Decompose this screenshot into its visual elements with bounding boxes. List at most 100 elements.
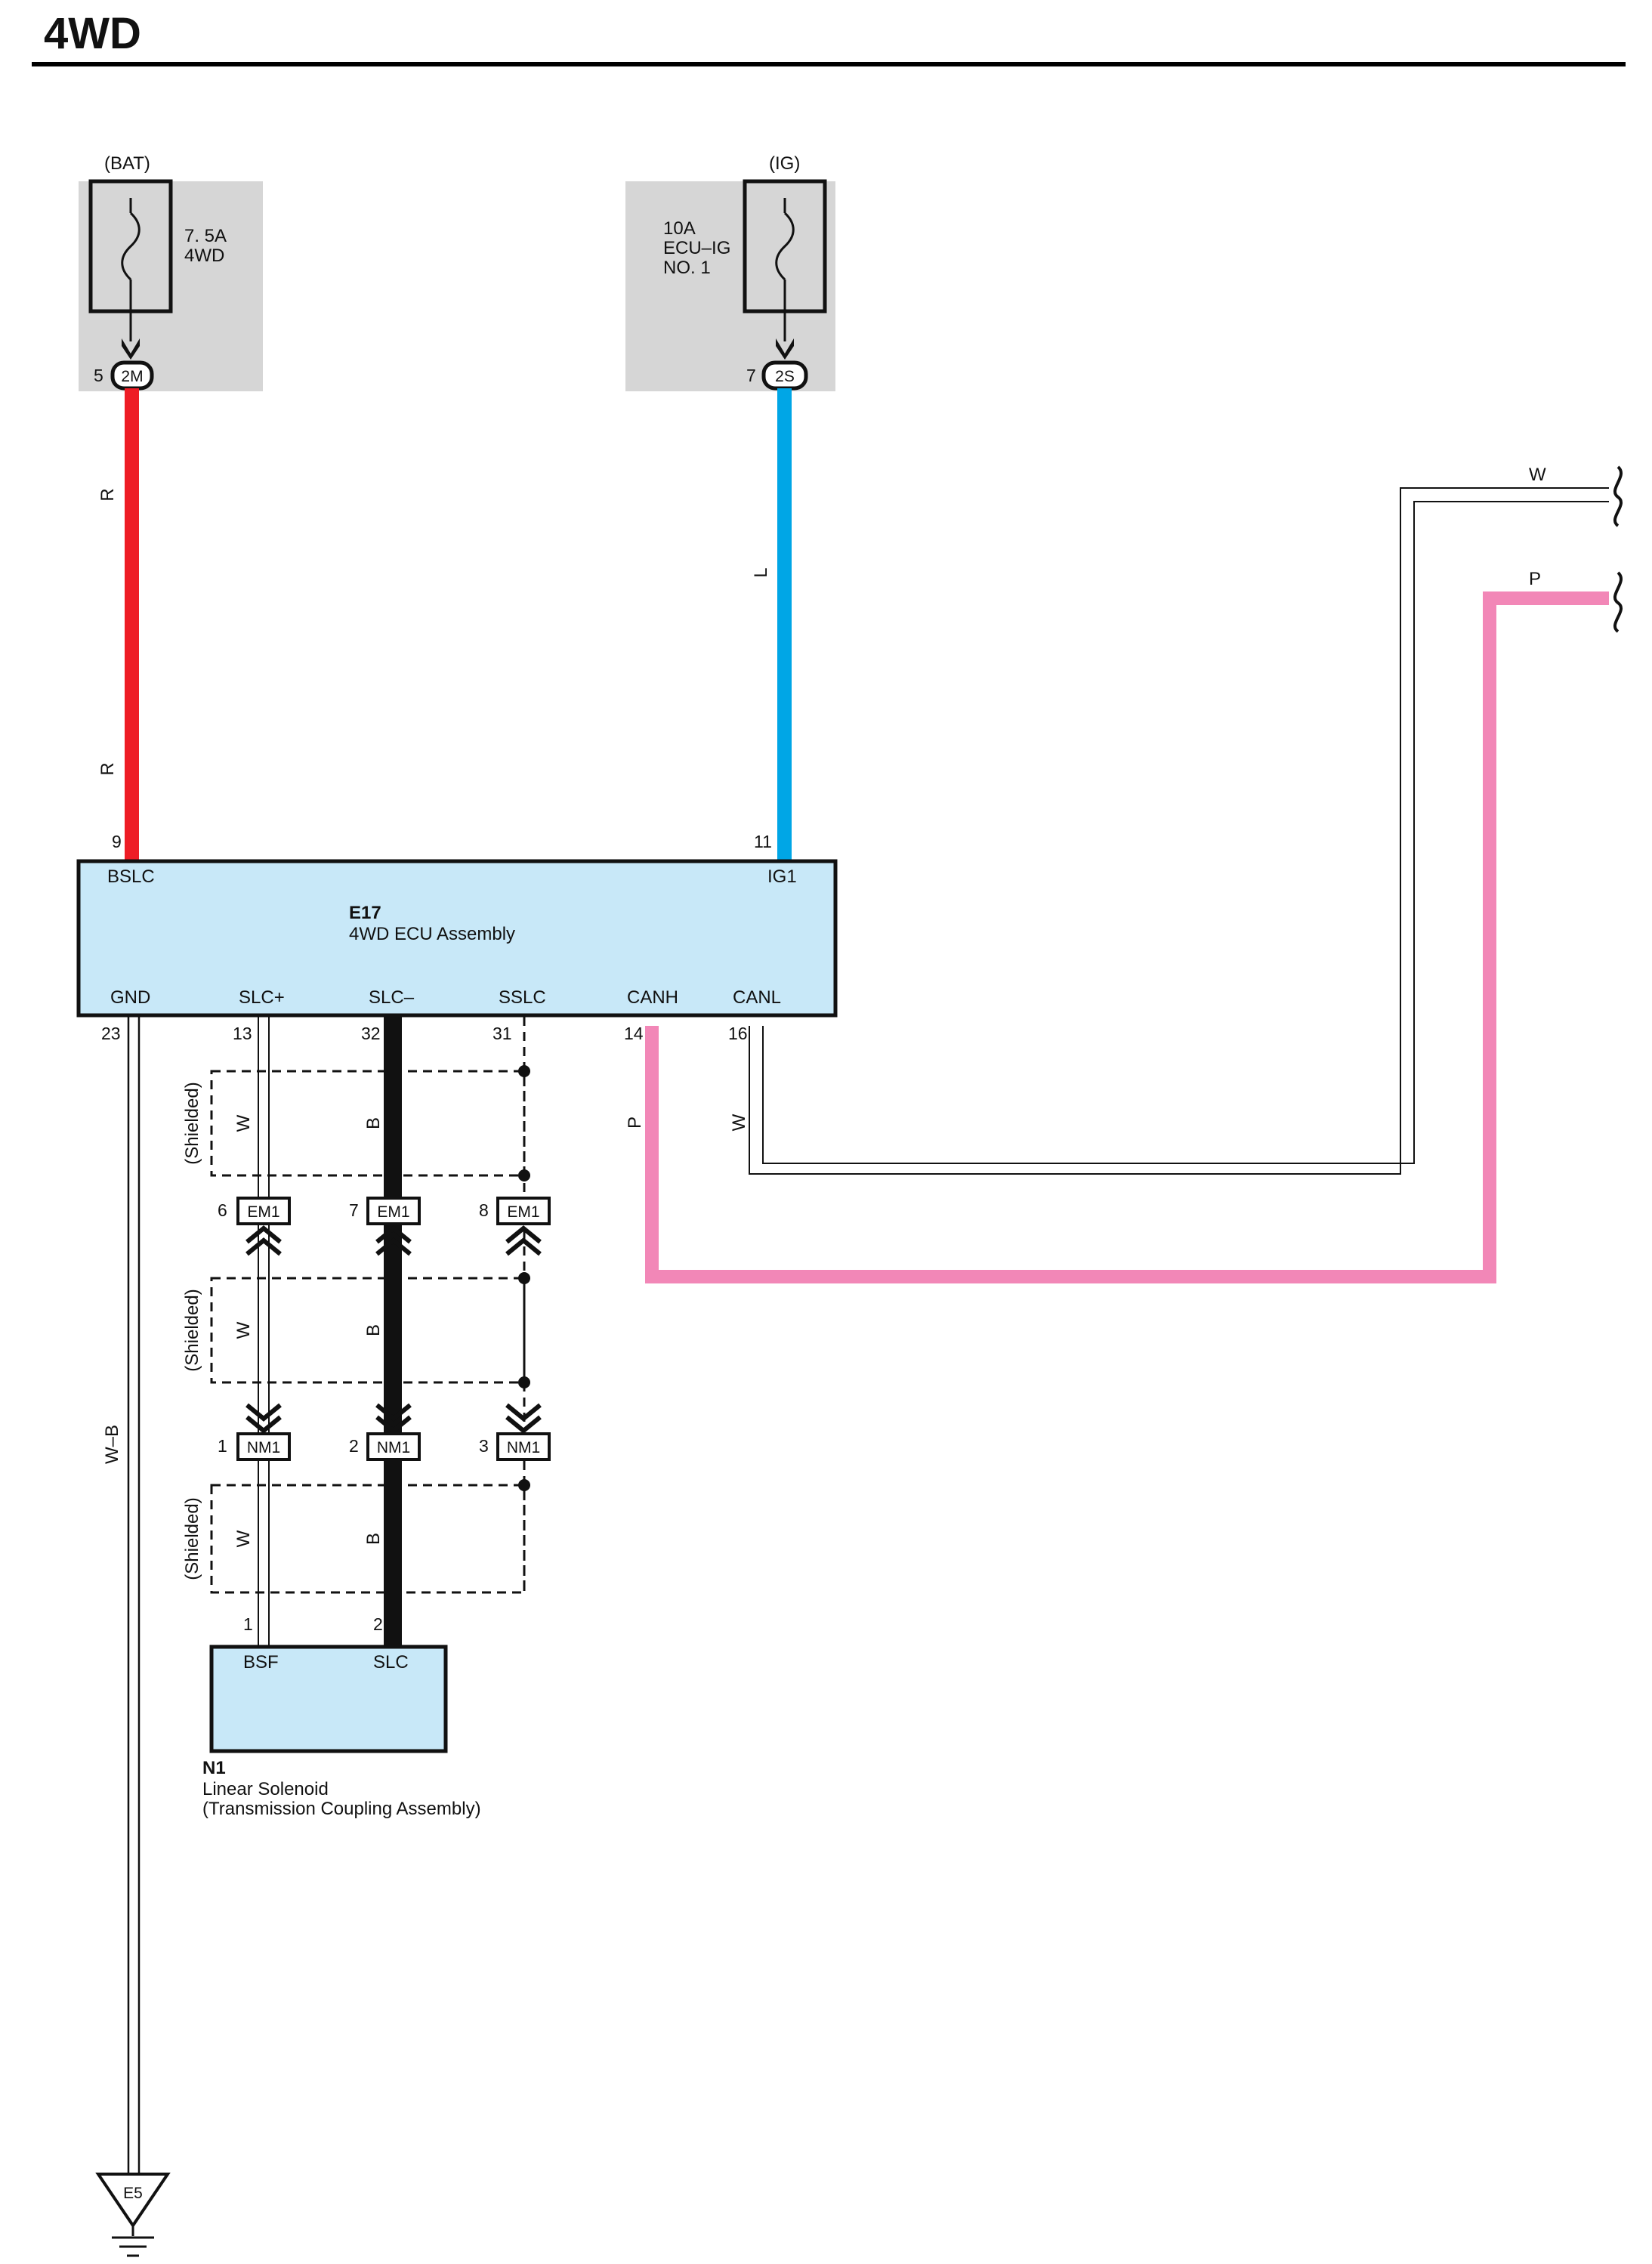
- shield-wire-b-2: B: [363, 1324, 384, 1336]
- solenoid-label-bsf: BSF: [243, 1652, 279, 1673]
- solenoid-label-slc: SLC: [373, 1652, 409, 1673]
- ecu-code: E17: [349, 903, 381, 923]
- ecu-label-canl: CANL: [733, 987, 781, 1008]
- wire-color-canh: P: [625, 1117, 645, 1129]
- nm1-pin-3: 3: [479, 1436, 489, 1456]
- wire-canl-white-outer: [749, 487, 1609, 1175]
- ecu-label-slc-minus: SLC–: [369, 987, 415, 1008]
- wire-color-ig: L: [751, 567, 771, 577]
- fuse-name-ig-2: NO. 1: [663, 258, 711, 278]
- wire-slc-minus-black: [384, 1017, 402, 1648]
- ecu-pin-canh: 14: [624, 1024, 644, 1043]
- shield-wire-w-2: W: [233, 1321, 254, 1339]
- supply-label-ig: (IG): [769, 153, 800, 174]
- title-rule: [32, 62, 1626, 66]
- shield-wire-b-1: B: [363, 1117, 384, 1129]
- wire-break-icon: [1613, 571, 1623, 633]
- solenoid-pin-slc: 2: [373, 1614, 383, 1634]
- connector-nm1-c: [496, 1432, 551, 1461]
- fuse-name-ig-1: ECU–IG: [663, 238, 730, 258]
- ecu-pin-bslc: 9: [112, 832, 122, 851]
- ground-code: E5: [123, 2185, 143, 2202]
- wire-bat-red: [125, 388, 139, 863]
- connector-arrow-icon: [122, 338, 140, 360]
- em1-pin-1: 6: [218, 1200, 227, 1220]
- nm1-pin-1: 1: [218, 1436, 227, 1456]
- connector-chevron-down-icon: [505, 1403, 542, 1434]
- ecu-label-sslc: SSLC: [499, 987, 546, 1008]
- connector-2s-label: 2S: [775, 368, 795, 385]
- connector-em1-a: [236, 1197, 291, 1225]
- shield-box-3: [210, 1484, 526, 1594]
- wire-color-ground: W–B: [102, 1425, 122, 1464]
- ecu-pin-slc-minus: 32: [361, 1024, 381, 1043]
- fuse-panel-ig: [625, 181, 835, 391]
- connector-nm1-a: [236, 1432, 291, 1461]
- ecu-assembly: [76, 859, 838, 1018]
- shield-label-3: (Shielded): [182, 1497, 202, 1580]
- em1-label-a: EM1: [247, 1203, 279, 1221]
- shield-box-2: [210, 1277, 526, 1384]
- em1-label-c: EM1: [507, 1203, 539, 1221]
- shield-wire-b-3: B: [363, 1533, 384, 1545]
- connector-chevron-up-icon: [245, 1225, 282, 1256]
- solenoid-code: N1: [202, 1758, 226, 1778]
- wire-canh-pink: [645, 591, 1609, 1283]
- ecu-label-ig1: IG1: [767, 866, 797, 887]
- fuse-symbol-icon: [775, 212, 795, 281]
- wire-color-bat-lower: R: [97, 762, 118, 775]
- ecu-label-gnd: GND: [110, 987, 150, 1008]
- shield-wire-w-1: W: [233, 1114, 254, 1132]
- ecu-pin-sslc: 31: [493, 1024, 512, 1043]
- ecu-name: 4WD ECU Assembly: [349, 924, 515, 944]
- em1-pin-2: 7: [349, 1200, 359, 1220]
- pin-bat-connector: 5: [94, 366, 103, 385]
- connector-arrow-icon: [776, 338, 794, 360]
- wire-color-bat-upper: R: [97, 488, 118, 501]
- connector-em1-c: [496, 1197, 551, 1225]
- ecu-label-canh: CANH: [627, 987, 678, 1008]
- ground-icon: [95, 2173, 171, 2228]
- solenoid-name: Linear Solenoid: [202, 1779, 329, 1799]
- supply-label-bat: (BAT): [104, 153, 150, 174]
- pin-ig-connector: 7: [746, 366, 756, 385]
- page-title: 4WD: [44, 9, 141, 58]
- wire-ig-blue: [777, 388, 792, 863]
- ecu-label-bslc: BSLC: [107, 866, 155, 887]
- connector-chevron-down-icon: [245, 1403, 282, 1434]
- connector-chevron-up-icon: [375, 1225, 412, 1256]
- fuse-symbol-icon: [121, 212, 140, 281]
- linear-solenoid: [209, 1645, 448, 1753]
- wire-color-canl: W: [729, 1113, 749, 1131]
- wire-break-icon: [1613, 465, 1623, 527]
- connector-chevron-up-icon: [505, 1225, 542, 1256]
- wire-canl-white-inner: [762, 501, 1609, 1164]
- wire-label-can-p: P: [1529, 569, 1541, 589]
- connector-chevron-down-icon: [375, 1403, 412, 1434]
- em1-pin-3: 8: [479, 1200, 489, 1220]
- shield-label-2: (Shielded): [182, 1289, 202, 1371]
- fuse-rating-ig: 10A: [663, 218, 696, 239]
- ecu-pin-slc-plus: 13: [233, 1024, 252, 1043]
- nm1-label-c: NM1: [507, 1439, 540, 1456]
- connector-em1-b: [366, 1197, 421, 1225]
- shield-label-1: (Shielded): [182, 1082, 202, 1164]
- em1-label-b: EM1: [377, 1203, 409, 1221]
- ecu-label-slc-plus: SLC+: [239, 987, 285, 1008]
- ecu-pin-ig1: 11: [754, 832, 772, 851]
- connector-nm1-b: [366, 1432, 421, 1461]
- nm1-label-a: NM1: [247, 1439, 280, 1456]
- nm1-pin-2: 2: [349, 1436, 359, 1456]
- fuse-rating-bat: 7. 5A: [184, 226, 227, 246]
- solenoid-pin-bsf: 1: [243, 1614, 253, 1634]
- ecu-pin-canl: 16: [728, 1024, 748, 1043]
- ecu-pin-gnd: 23: [101, 1024, 121, 1043]
- solenoid-subname: (Transmission Coupling Assembly): [202, 1799, 481, 1819]
- shield-box-1: [210, 1070, 526, 1177]
- fuse-name-bat: 4WD: [184, 246, 224, 266]
- shield-wire-w-3: W: [233, 1530, 254, 1547]
- nm1-label-b: NM1: [377, 1439, 410, 1456]
- connector-2m-label: 2M: [121, 368, 143, 385]
- wire-label-can-w: W: [1529, 465, 1546, 485]
